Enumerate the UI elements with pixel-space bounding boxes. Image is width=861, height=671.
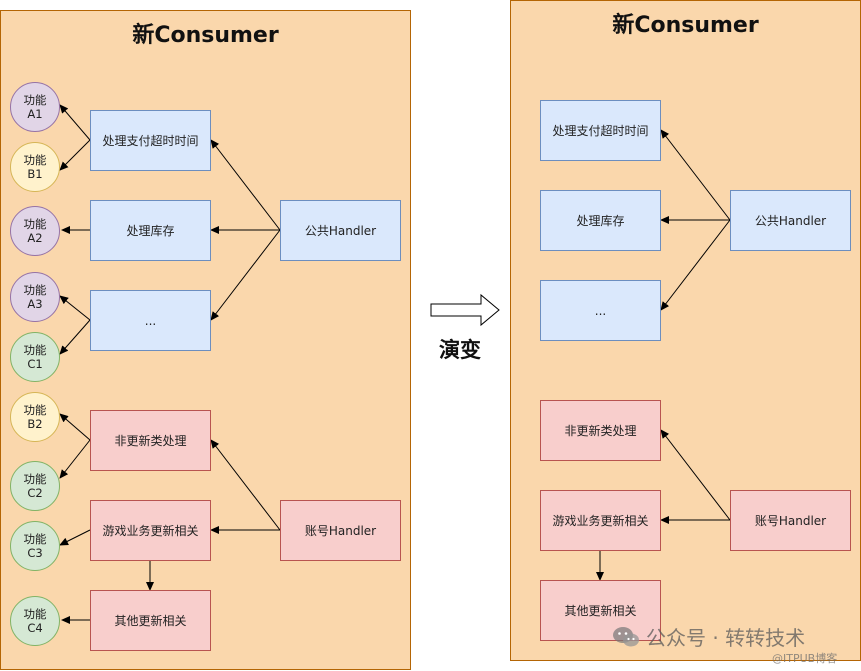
function-id: C1 — [27, 357, 43, 371]
function-a2-circle: 功能 A2 — [10, 206, 60, 256]
edge-game-to-c3 — [59, 529, 91, 546]
function-id: A1 — [27, 107, 43, 121]
evolve-arrow-icon — [430, 293, 500, 327]
watermark-subtext: @ITPUB博客 — [772, 652, 838, 665]
function-label: 功能 — [23, 153, 47, 167]
function-id: A3 — [27, 297, 43, 311]
evolve-label: 演变 — [439, 338, 481, 362]
function-label: 功能 — [23, 217, 47, 231]
function-id: C3 — [27, 546, 43, 560]
function-label: 功能 — [23, 403, 47, 417]
right-other-box: ... — [540, 280, 661, 341]
function-label: 功能 — [23, 532, 47, 546]
right-account-handler-box: 账号Handler — [730, 490, 851, 551]
left-stock-box: 处理库存 — [90, 200, 211, 261]
right-game-update-box: 游戏业务更新相关 — [540, 490, 661, 551]
right-payment-timeout-box: 处理支付超时时间 — [540, 100, 661, 161]
function-c2-circle: 功能 C2 — [10, 461, 60, 511]
function-b1-circle: 功能 B1 — [10, 142, 60, 192]
edge-nonupdate-to-c2 — [59, 439, 91, 479]
function-a3-circle: 功能 A3 — [10, 272, 60, 322]
right-panel-title: 新Consumer — [612, 13, 759, 38]
function-a1-circle: 功能 A1 — [10, 82, 60, 132]
function-label: 功能 — [23, 607, 47, 621]
function-id: A2 — [27, 231, 43, 245]
edge-other-to-c1 — [59, 319, 91, 355]
function-b2-circle: 功能 B2 — [10, 392, 60, 442]
left-payment-timeout-box: 处理支付超时时间 — [90, 110, 211, 171]
edge-payment-to-b1 — [59, 139, 91, 171]
watermark: 公众号 · 转转技术 — [612, 622, 805, 651]
edge-common-to-payment — [210, 139, 281, 231]
wechat-icon — [613, 626, 639, 646]
left-game-update-box: 游戏业务更新相关 — [90, 500, 211, 561]
function-label: 功能 — [23, 343, 47, 357]
left-account-handler-box: 账号Handler — [280, 500, 401, 561]
function-c1-circle: 功能 C1 — [10, 332, 60, 382]
function-id: C2 — [27, 486, 43, 500]
left-non-update-box: 非更新类处理 — [90, 410, 211, 471]
left-other-update-box: 其他更新相关 — [90, 590, 211, 651]
edge-nonupdate-to-b2 — [59, 413, 91, 441]
left-other-box: ... — [90, 290, 211, 351]
function-label: 功能 — [23, 283, 47, 297]
right-non-update-box: 非更新类处理 — [540, 400, 661, 461]
function-id: B1 — [27, 167, 43, 181]
edge-other-to-a3 — [59, 295, 91, 321]
edge-r-common-to-other — [660, 219, 731, 311]
left-common-handler-box: 公共Handler — [280, 200, 401, 261]
edge-r-account-to-nonupdate — [660, 429, 731, 521]
function-id: C4 — [27, 621, 43, 635]
function-c3-circle: 功能 C3 — [10, 521, 60, 571]
function-c4-circle: 功能 C4 — [10, 596, 60, 646]
right-other-update-box: 其他更新相关 — [540, 580, 661, 641]
left-panel-title: 新Consumer — [132, 23, 279, 48]
edge-account-to-nonupdate — [210, 439, 281, 531]
function-id: B2 — [27, 417, 43, 431]
edge-payment-to-a1 — [59, 104, 91, 141]
watermark-text: 公众号 · 转转技术 — [646, 626, 806, 650]
edge-common-to-other — [210, 229, 281, 321]
right-stock-box: 处理库存 — [540, 190, 661, 251]
function-label: 功能 — [23, 472, 47, 486]
right-common-handler-box: 公共Handler — [730, 190, 851, 251]
function-label: 功能 — [23, 93, 47, 107]
edge-r-common-to-payment — [660, 129, 731, 221]
